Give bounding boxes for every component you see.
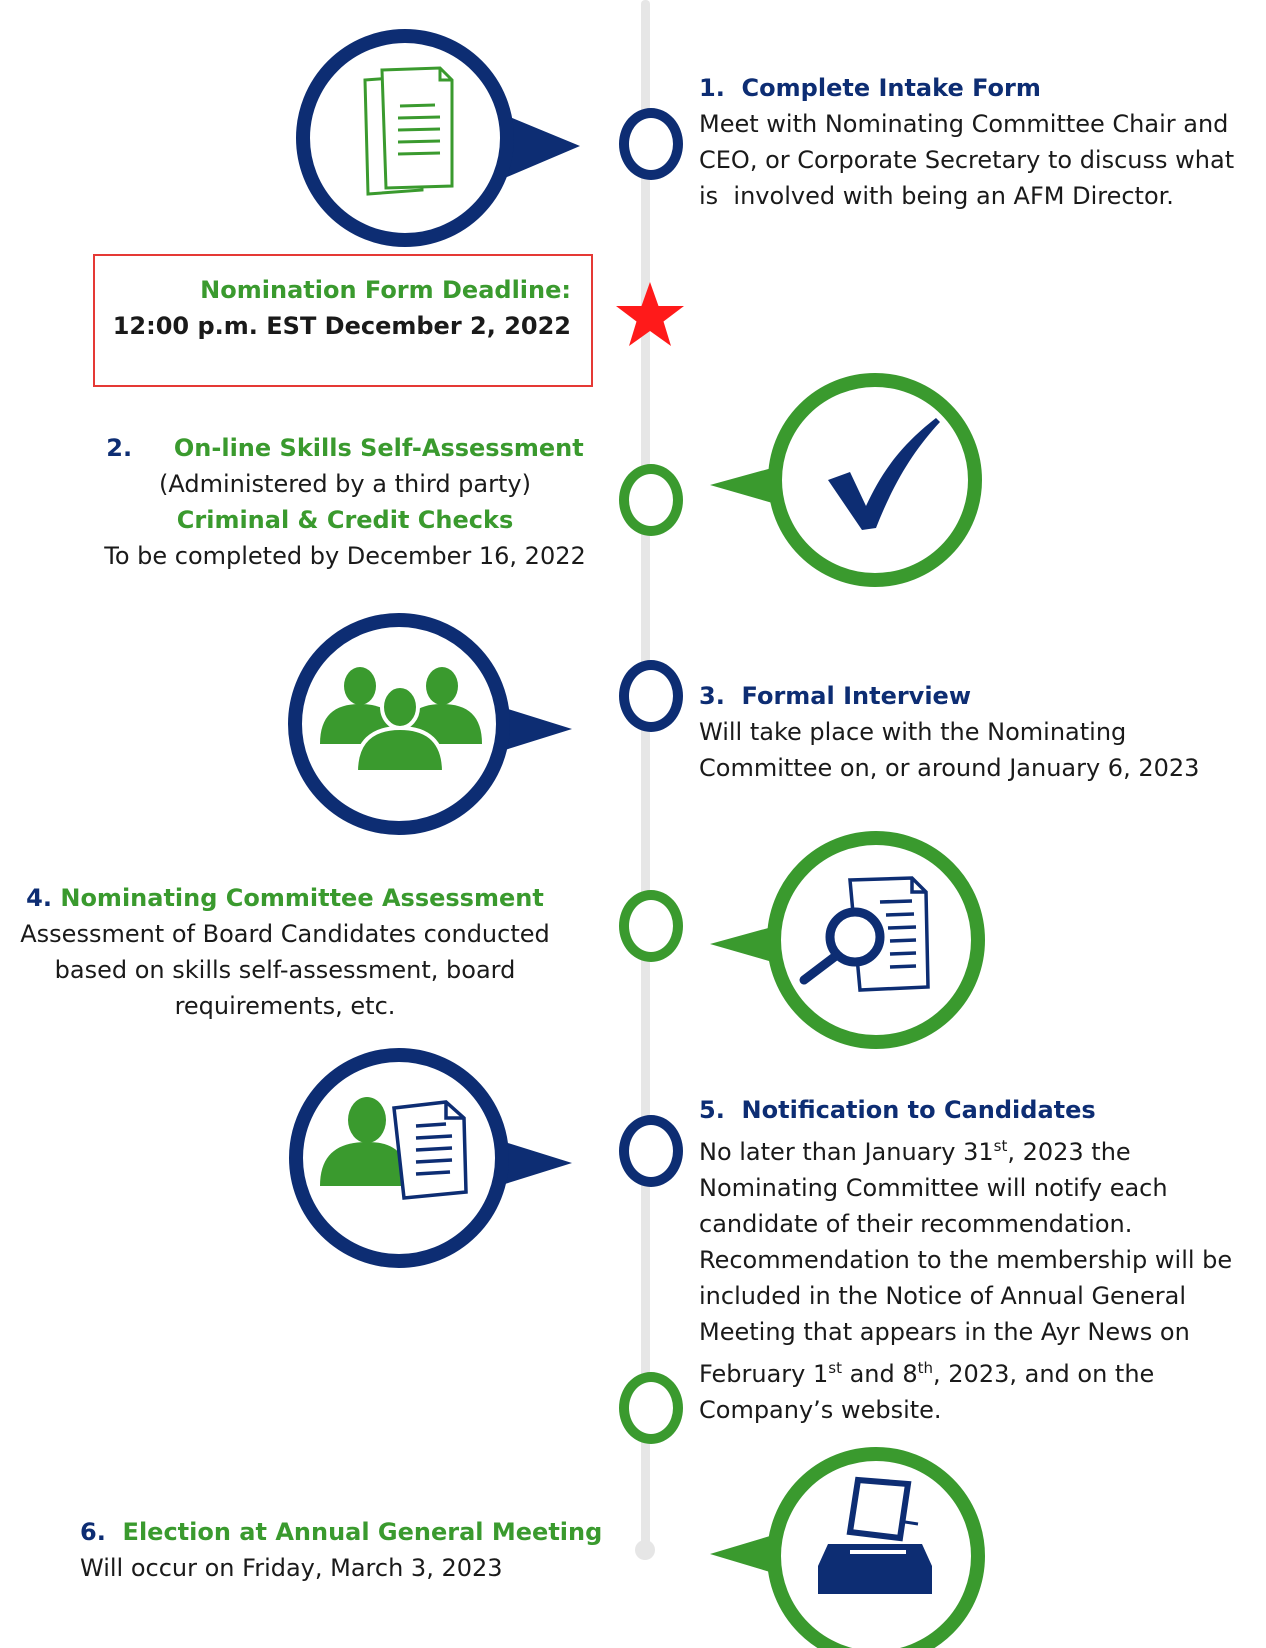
deadline-text: Nomination Form Deadline: 12:00 p.m. EST… [101, 272, 571, 344]
step1-heading: 1. Complete Intake Form [699, 70, 1259, 106]
step1-text: 1. Complete Intake Form Meet with Nomina… [699, 70, 1259, 214]
timeline-node-3 [619, 660, 683, 732]
ballot-box-icon [818, 1476, 932, 1594]
step2-note: To be completed by December 16, 2022 [104, 542, 586, 570]
step2-heading: 2. On-line Skills Self-Assessment [100, 430, 590, 466]
deadline-date: 12:00 p.m. EST December 2, 2022 [112, 312, 571, 340]
step5-line-2: Nominating Committee will notify each [699, 1174, 1168, 1202]
step5-heading: 5. Notification to Candidates [699, 1092, 1266, 1128]
step4-heading: 4. Nominating Committee Assessment [10, 880, 560, 916]
step3-number: 3. [699, 682, 725, 710]
step1-line-2: CEO, or Corporate Secretary to discuss w… [699, 146, 1235, 174]
step4-line-3: requirements, etc. [174, 992, 396, 1020]
step4-number: 4. [26, 884, 52, 912]
step2-text: 2. On-line Skills Self-Assessment (Admin… [100, 430, 590, 574]
step5-number: 5. [699, 1096, 725, 1124]
step2-bubble [710, 373, 982, 587]
step6-title: Election at Annual General Meeting [122, 1518, 603, 1546]
timeline-line [641, 0, 650, 1545]
deadline-box: Nomination Form Deadline: 12:00 p.m. EST… [93, 254, 593, 387]
step5-line-7-sup1: st [828, 1359, 842, 1377]
step6-text: 6. Election at Annual General Meeting Wi… [80, 1514, 640, 1586]
step5-line-4: Recommendation to the membership will be [699, 1246, 1233, 1274]
step1-title: Complete Intake Form [741, 74, 1041, 102]
step2-title2: Criminal & Credit Checks [176, 506, 514, 534]
people-group-icon [320, 667, 482, 774]
step4-bubble [710, 831, 985, 1049]
step5-line-1-sup: st [993, 1137, 1008, 1155]
step5-text: 5. Notification to Candidates No later t… [699, 1092, 1266, 1428]
step3-line-2: Committee on, or around January 6, 2023 [699, 754, 1200, 782]
timeline-node-5 [619, 1115, 683, 1187]
step6-heading: 6. Election at Annual General Meeting [80, 1514, 640, 1550]
step5-line-7: February 1st and 8th, 2023, and on the [699, 1350, 1266, 1392]
step6-bubble [710, 1447, 985, 1648]
star-icon [616, 282, 684, 346]
step5-line-3: candidate of their recommendation. [699, 1210, 1133, 1238]
step5-line-5: included in the Notice of Annual General [699, 1282, 1187, 1310]
timeline-end-dot [635, 1540, 655, 1560]
step5-line-1-pre: No later than January 31 [699, 1138, 994, 1166]
step3-line-1: Will take place with the Nominating [699, 718, 1127, 746]
step5-line-1-post: , 2023 the [1007, 1138, 1131, 1166]
step5-line-7-a: February 1 [699, 1360, 829, 1388]
step5-line-1: No later than January 31st, 2023 the [699, 1128, 1266, 1170]
step5-line-6: Meeting that appears in the Ayr News on [699, 1318, 1190, 1346]
step1-line-3: is involved with being an AFM Director. [699, 182, 1174, 210]
timeline-node-4 [619, 890, 683, 962]
step4-line-2: based on skills self-assessment, board [54, 956, 516, 984]
checkmark-icon [828, 418, 940, 530]
step5-line-8: Company’s website. [699, 1396, 942, 1424]
step3-heading: 3. Formal Interview [699, 678, 1259, 714]
step5-line-7-b: and 8 [841, 1360, 918, 1388]
step1-line-1: Meet with Nominating Committee Chair and [699, 110, 1229, 138]
step5-bubble [289, 1048, 572, 1268]
step3-bubble [288, 613, 572, 835]
documents-icon [363, 66, 454, 196]
step3-text: 3. Formal Interview Will take place with… [699, 678, 1259, 786]
timeline-node-6 [619, 1372, 683, 1444]
step3-title: Formal Interview [741, 682, 971, 710]
step1-bubble [296, 29, 580, 247]
step5-title: Notification to Candidates [741, 1096, 1096, 1124]
step5-line-7-sup2: th [917, 1359, 934, 1377]
deadline-label: Nomination Form Deadline: [200, 276, 571, 304]
step4-line-1: Assessment of Board Candidates conducted [20, 920, 550, 948]
step4-text: 4. Nominating Committee Assessment Asses… [10, 880, 560, 1024]
step2-subtitle: (Administered by a third party) [159, 470, 531, 498]
step4-title: Nominating Committee Assessment [60, 884, 544, 912]
magnifier-document-icon [799, 876, 930, 992]
timeline-node-1 [619, 108, 683, 180]
step6-note: Will occur on Friday, March 3, 2023 [80, 1554, 503, 1582]
timeline-node-2 [619, 464, 683, 536]
step2-title: On-line Skills Self-Assessment [173, 434, 584, 462]
step1-number: 1. [699, 74, 725, 102]
step2-number: 2. [106, 434, 133, 462]
step5-line-7-c: , 2023, and on the [933, 1360, 1155, 1388]
step6-number: 6. [80, 1518, 106, 1546]
person-document-icon [320, 1097, 468, 1200]
